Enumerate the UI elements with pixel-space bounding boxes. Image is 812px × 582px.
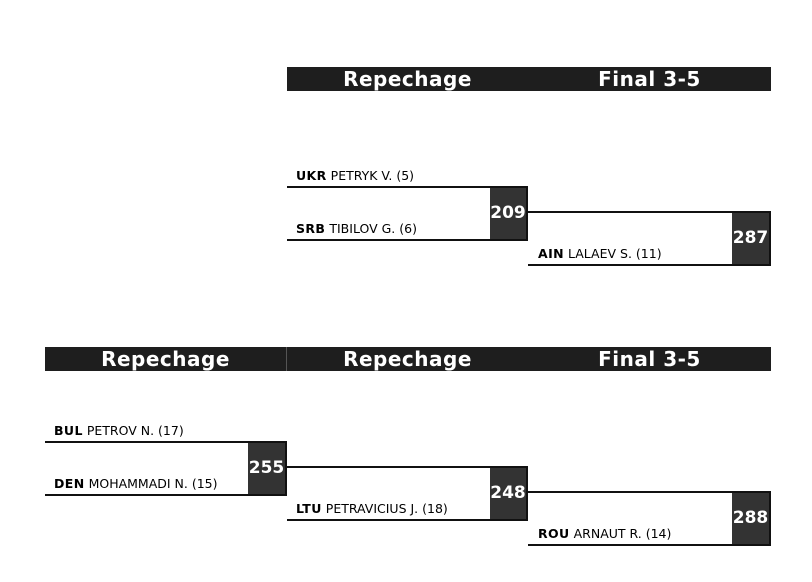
country-code: ROU: [538, 526, 570, 541]
bracket-line: [45, 441, 287, 443]
header-repechage: Repechage: [45, 347, 286, 371]
athlete-name: PETRYK V. (5): [330, 168, 415, 183]
header-repechage: Repechage: [287, 67, 528, 91]
country-code: SRB: [296, 221, 326, 236]
country-code: BUL: [54, 423, 83, 438]
bracket-line: [287, 186, 528, 188]
header-final-3-5: Final 3-5: [528, 347, 771, 371]
bracket-line: [528, 264, 771, 266]
athlete-name: TIBILOV G. (6): [329, 221, 417, 236]
country-code: AIN: [538, 246, 564, 261]
bracket-line: [287, 466, 528, 468]
bracket-line: [526, 186, 528, 241]
header-divider: [286, 347, 287, 371]
athlete-name: PETRAVICIUS J. (18): [325, 501, 448, 516]
athlete-name: PETROV N. (17): [86, 423, 184, 438]
bracket-line: [45, 494, 287, 496]
match-number: 209: [490, 188, 526, 239]
bracket-line: [769, 211, 771, 266]
country-code: LTU: [296, 501, 322, 516]
athlete-name: ARNAUT R. (14): [573, 526, 672, 541]
match-number: 287: [732, 213, 769, 264]
bracket-line: [287, 239, 528, 241]
match-number: 288: [732, 493, 769, 544]
bracket-line: [287, 519, 528, 521]
header-repechage: Repechage: [287, 347, 528, 371]
athlete-slot: AIN LALAEV S. (11): [538, 246, 662, 262]
bracket-line: [528, 544, 771, 546]
country-code: DEN: [54, 476, 85, 491]
match-number: 248: [490, 468, 526, 519]
athlete-name: MOHAMMADI N. (15): [88, 476, 218, 491]
country-code: UKR: [296, 168, 327, 183]
bracket-line: [769, 491, 771, 546]
header-final-3-5: Final 3-5: [528, 67, 771, 91]
athlete-name: LALAEV S. (11): [568, 246, 662, 261]
bracket-line: [285, 441, 287, 496]
bracket-line: [528, 491, 771, 493]
bracket-line: [526, 466, 528, 521]
bracket-line: [528, 211, 771, 213]
match-number: 255: [248, 443, 285, 494]
